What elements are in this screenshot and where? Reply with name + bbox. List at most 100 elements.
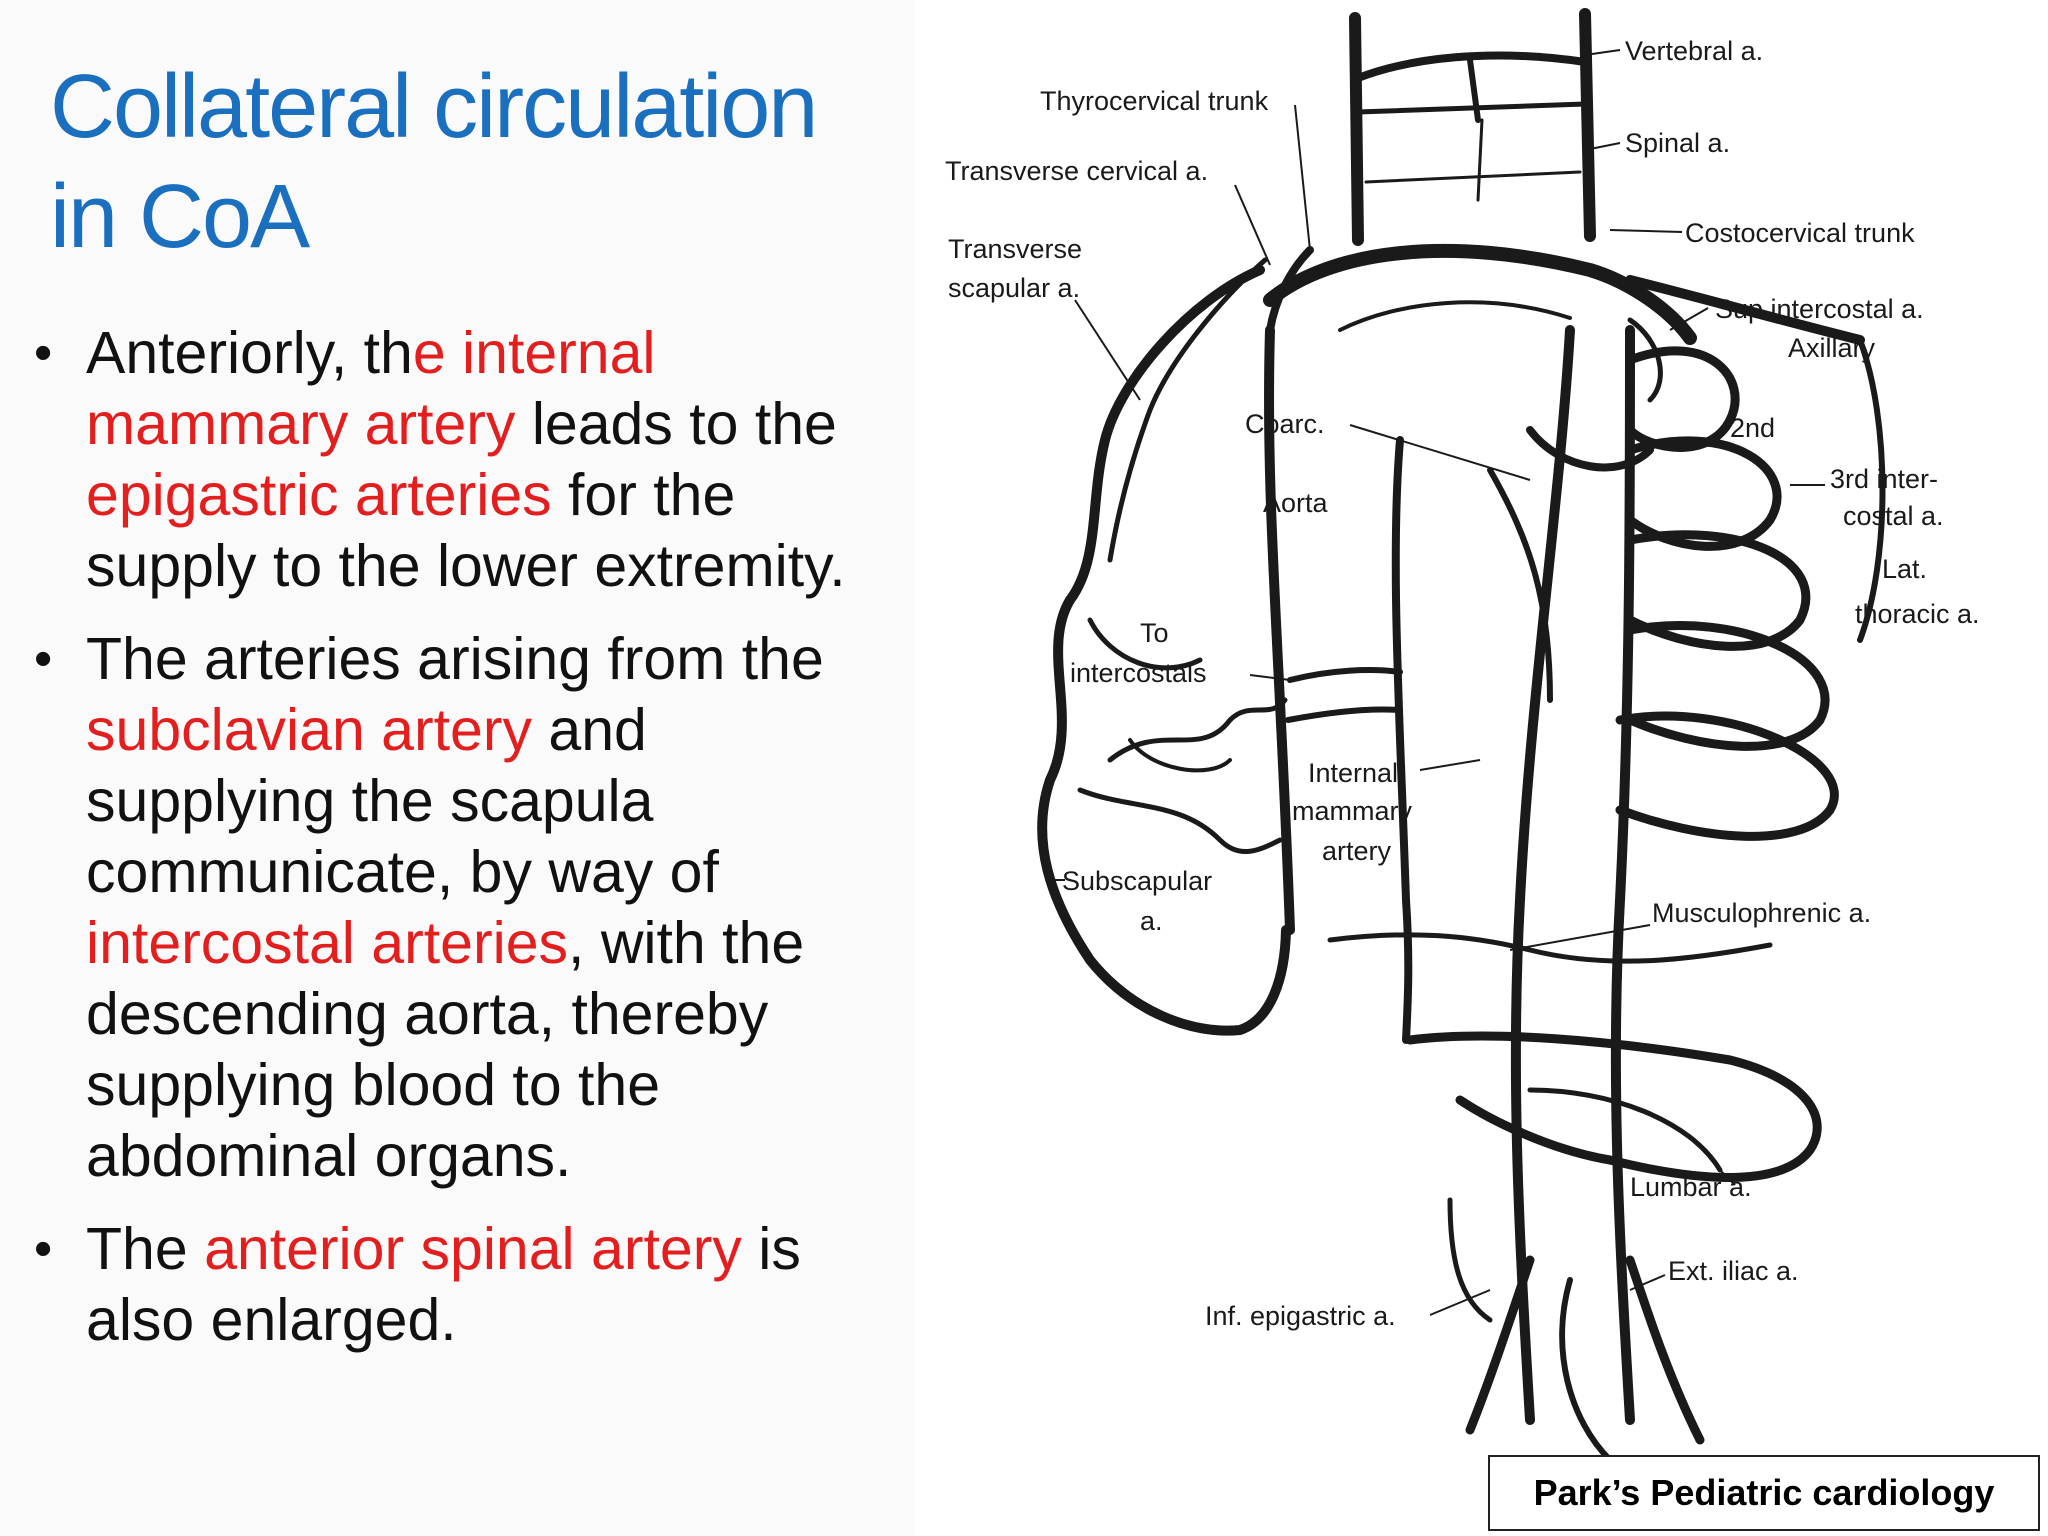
bullet-text: is also enlarged. xyxy=(86,1216,801,1353)
bullet-item: •The arteries arising from the subclavia… xyxy=(32,624,912,1192)
label-transverse-scapular-1: Transverse xyxy=(948,234,1082,264)
label-transverse-cervical: Transverse cervical a. xyxy=(945,156,1208,186)
leader-internal-mammary xyxy=(1419,759,1481,771)
label-thyrocervical: Thyrocervical trunk xyxy=(1040,86,1269,116)
label-ext-iliac: Ext. iliac a. xyxy=(1668,1256,1799,1286)
intercostal-coil-5 xyxy=(1615,711,1839,841)
spinal-cross xyxy=(1364,170,1582,184)
bullet-text: , with the descending aorta, thereby sup… xyxy=(86,910,805,1189)
bullet-marker: • xyxy=(34,630,53,688)
bullet-text: for the supply to the lower extremity. xyxy=(86,462,846,599)
leader-musculophrenic xyxy=(1509,924,1651,951)
lumbar-artery xyxy=(1527,1087,1723,1173)
highlighted-term: anterior spinal artery xyxy=(204,1216,742,1282)
collateral-circulation-diagram: Vertebral a. Thyrocervical trunk Spinal … xyxy=(945,8,1980,1463)
leader-spinal xyxy=(1584,142,1621,151)
vertebral-artery-right xyxy=(1579,8,1596,242)
label-coarc: Coarc. xyxy=(1245,409,1325,439)
label-vertebral: Vertebral a. xyxy=(1625,36,1763,66)
source-citation: Park’s Pediatric cardiology xyxy=(1533,1472,1995,1513)
musculophrenic-artery xyxy=(1327,932,1773,964)
label-sup-intercostal: Sup intercostal a. xyxy=(1715,294,1924,324)
leader-thyrocervical xyxy=(1294,104,1311,251)
intercostal-coil-4 xyxy=(1625,621,1830,751)
vertebral-cross-top xyxy=(1354,51,1589,82)
label-spinal: Spinal a. xyxy=(1625,128,1730,158)
bullet-marker: • xyxy=(34,1220,53,1278)
descending-aorta-right-wall xyxy=(1610,325,1635,1425)
intercostal-to-left-1 xyxy=(1287,667,1403,683)
iliac-right xyxy=(1625,1255,1705,1445)
label-axillary: Axillary xyxy=(1788,333,1876,363)
leader-vertebral xyxy=(1584,49,1621,56)
highlighted-term: subclavian artery xyxy=(86,697,532,763)
scapula-outline xyxy=(1037,265,1291,1036)
bullet-item: •Anteriorly, the internal mammary artery… xyxy=(32,318,912,602)
leader-lumbar xyxy=(1719,1169,1736,1186)
iliac-left xyxy=(1465,1255,1535,1435)
axillary-artery xyxy=(1625,275,1865,345)
bullet-text: leads to the xyxy=(515,391,837,457)
vertebral-cross-mid xyxy=(1355,101,1588,115)
bullet-marker: • xyxy=(34,324,53,382)
subscapular-loop xyxy=(1128,738,1232,773)
leader-sup-intercostal xyxy=(1669,307,1709,331)
bullet-item: • The anterior spinal artery is also enla… xyxy=(32,1214,912,1356)
slide-title-line-1: Collateral circulation xyxy=(50,57,818,157)
highlighted-term: epigastric arteries xyxy=(86,462,552,528)
label-subscapular-2: a. xyxy=(1140,906,1163,936)
coarc-segment xyxy=(1526,426,1654,472)
bullet-text: and supplying the scapula communicate, b… xyxy=(86,697,719,905)
label-internal-mammary-1: Internal xyxy=(1308,758,1398,788)
internal-mammary-artery xyxy=(1391,436,1413,1044)
label-third-1: 3rd inter- xyxy=(1830,464,1938,494)
intercostal-to-left-2 xyxy=(1285,706,1403,723)
label-transverse-scapular-2: scapular a. xyxy=(948,273,1080,303)
label-lat-1: Lat. xyxy=(1882,554,1927,584)
highlighted-term: e internal mammary artery xyxy=(86,320,656,457)
label-subscapular-1: Subscapular xyxy=(1062,866,1212,896)
leader-ext-iliac xyxy=(1629,1274,1666,1291)
inf-epigastric-artery xyxy=(1447,1197,1493,1323)
subscapular-network xyxy=(1107,697,1288,763)
label-musculophrenic: Musculophrenic a. xyxy=(1652,898,1871,928)
subscapular-branch xyxy=(1077,787,1283,855)
aortic-arch xyxy=(1263,243,1697,345)
leader-inf-epigastric xyxy=(1429,1289,1491,1316)
subclavian-descending xyxy=(1264,325,1295,935)
transverse-scapular-artery xyxy=(1107,257,1268,563)
lateral-thoracic-artery xyxy=(1857,337,1886,643)
label-internal-mammary-3: artery xyxy=(1322,836,1392,866)
leader-transverse-cervical xyxy=(1234,184,1271,266)
thyrocervical-trunk xyxy=(1266,246,1314,334)
label-lumbar: Lumbar a. xyxy=(1630,1172,1752,1202)
vertebral-artery-left xyxy=(1349,12,1364,246)
label-third-2: costal a. xyxy=(1843,501,1944,531)
spinal-artery-lower xyxy=(1476,118,1484,202)
label-costocervical: Costocervical trunk xyxy=(1685,218,1915,248)
subscapular-loop-2 xyxy=(1087,617,1203,671)
descending-aorta-left-wall xyxy=(1510,325,1575,1425)
slide-title-line-2: in CoA xyxy=(50,167,310,267)
spinal-artery-upper xyxy=(1467,57,1481,123)
label-to-intercostals-1: To xyxy=(1140,618,1169,648)
leader-transverse-scapular xyxy=(1074,299,1141,401)
intercostal-coil-1 xyxy=(1625,346,1740,452)
leader-to-intercostals xyxy=(1249,674,1291,681)
bullet-list: •Anteriorly, the internal mammary artery… xyxy=(32,318,912,1378)
sup-intercostal xyxy=(1627,317,1663,403)
highlighted-term: intercostal arteries xyxy=(86,910,569,976)
leader-costocervical xyxy=(1609,229,1683,233)
leader-coarc xyxy=(1349,424,1531,481)
anatomy-figure: Vertebral a. Thyrocervical trunk Spinal … xyxy=(930,0,2048,1536)
lower-loop xyxy=(1405,1031,1822,1182)
label-lat-2: thoracic a. xyxy=(1855,599,1980,629)
label-inf-epigastric: Inf. epigastric a. xyxy=(1205,1301,1396,1331)
source-citation-box: Park’s Pediatric cardiology xyxy=(1488,1455,2040,1531)
intercostal-coil-2 xyxy=(1625,436,1782,551)
label-aorta: Aorta xyxy=(1263,488,1329,518)
bullet-text: The xyxy=(86,1216,205,1282)
